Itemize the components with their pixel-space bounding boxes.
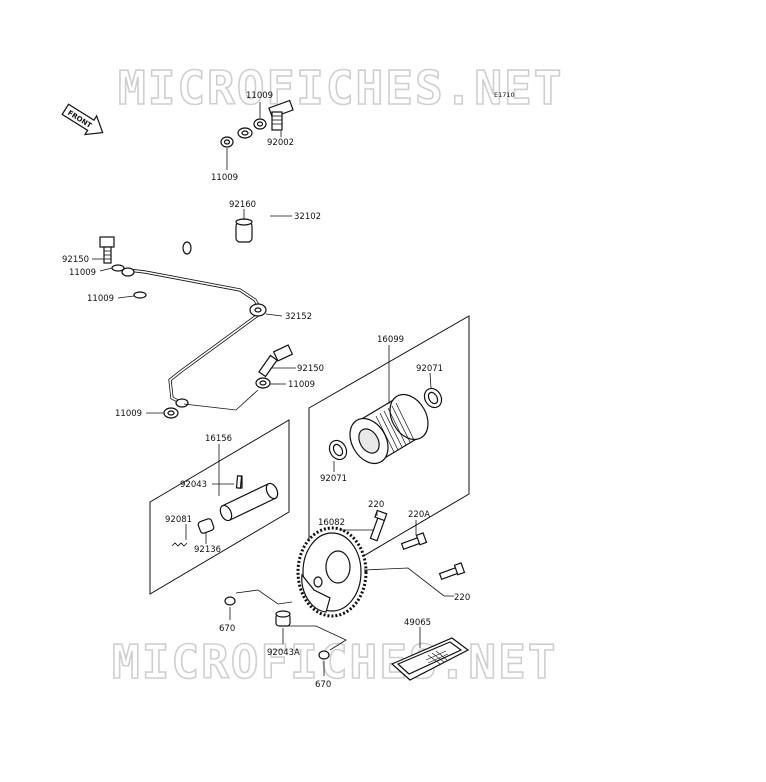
bolt-220-icon <box>369 509 466 581</box>
label-220-a: 220 <box>368 500 384 510</box>
label-92071-a: 92071 <box>416 364 443 374</box>
oring-92071-icon <box>328 387 443 461</box>
oring-670-icon <box>224 596 330 660</box>
label-92043a: 92043A <box>267 648 300 658</box>
part-labels: 11009 92002 11009 92160 32102 92150 1100… <box>62 91 470 690</box>
watermark-top: MICROFICHES.NET <box>118 61 563 115</box>
label-670-a: 670 <box>219 624 235 634</box>
oil-pipe-32152 <box>127 268 265 406</box>
label-11009-e: 11009 <box>288 380 315 390</box>
label-670-b: 670 <box>315 680 331 690</box>
leader-lines <box>92 102 454 676</box>
oil-filter-box <box>308 315 470 589</box>
label-32102: 32102 <box>294 212 321 222</box>
label-11009-b: 11009 <box>211 173 238 183</box>
oil-filter-icon <box>349 393 429 465</box>
bolt-92002-icon <box>268 99 294 131</box>
label-220a: 220A <box>408 510 430 520</box>
label-92043: 92043 <box>180 480 207 490</box>
label-11009-d: 11009 <box>87 294 114 304</box>
washer-icon <box>111 118 271 419</box>
label-49065: 49065 <box>404 618 431 628</box>
collar-92136-icon <box>197 518 215 534</box>
label-92150-b: 92150 <box>297 364 324 374</box>
label-16099: 16099 <box>377 335 404 345</box>
watermark-bottom: MICROFICHES.NET <box>112 635 557 689</box>
label-11009-a: 11009 <box>246 91 273 101</box>
label-92081: 92081 <box>165 515 192 525</box>
label-92071-b: 92071 <box>320 474 347 484</box>
label-11009-c: 11009 <box>69 268 96 278</box>
label-92002: 92002 <box>267 138 294 148</box>
label-92160: 92160 <box>229 200 256 210</box>
pin-92043a-icon <box>275 610 291 627</box>
label-92136: 92136 <box>194 545 221 555</box>
label-92150-a: 92150 <box>62 255 89 265</box>
oil-pump-gear-icon <box>296 526 368 618</box>
spring-92081-icon <box>171 542 188 547</box>
diagram-ref: E1710 <box>494 91 515 99</box>
label-220-b: 220 <box>454 593 470 603</box>
pin-92043-icon <box>235 475 243 489</box>
front-arrow-icon: FRONT <box>61 103 104 136</box>
label-11009-f: 11009 <box>115 409 142 419</box>
sleeve-92160-icon <box>235 218 253 243</box>
label-16082: 16082 <box>318 518 345 528</box>
banjo-fitting-icon <box>121 127 267 408</box>
oil-screen-icon <box>390 637 470 681</box>
oil-pipe-32102 <box>182 132 271 277</box>
relief-valve-icon <box>219 475 279 522</box>
relief-valve-box <box>149 419 290 595</box>
label-16156: 16156 <box>205 434 232 444</box>
label-32152: 32152 <box>285 312 312 322</box>
bolt-92150-icon <box>99 236 294 378</box>
